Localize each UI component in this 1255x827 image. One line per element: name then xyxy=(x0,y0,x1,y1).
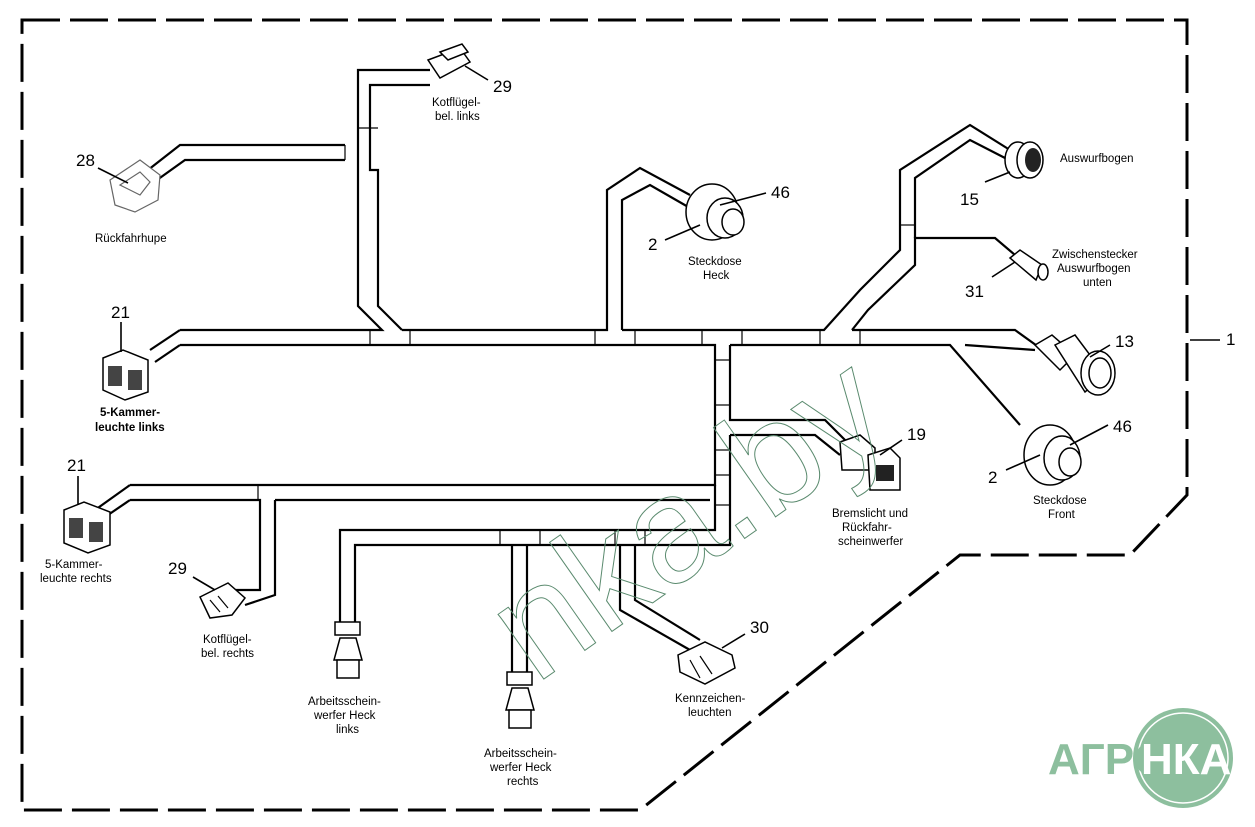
label-steckdose-heck-1: Steckdose xyxy=(688,256,742,268)
part-number-15: 15 xyxy=(960,190,979,209)
part-number-19: 19 xyxy=(907,425,926,444)
label-kammerleuchte-links-2: leuchte links xyxy=(95,422,165,434)
label-bremslicht-1: Bremslicht und xyxy=(832,508,908,520)
part-number-2-front: 2 xyxy=(988,468,997,487)
label-rueckfahrhupe: Rückfahrhupe xyxy=(95,233,167,245)
label-arbeitsscheinwerfer-rechts-1: Arbeitsschein- xyxy=(484,748,557,760)
connector-13: 13 xyxy=(1033,332,1134,396)
label-kotfluegel-rechts-1: Kotflügel- xyxy=(203,634,252,646)
connector-kennzeichenleuchten: 30 Kennzeichen- leuchten xyxy=(675,618,769,719)
part-number-31: 31 xyxy=(965,282,984,301)
part-number-13: 13 xyxy=(1115,332,1134,351)
part-number-46-heck: 46 xyxy=(771,183,790,202)
label-steckdose-heck-2: Heck xyxy=(703,270,729,282)
label-arbeitsscheinwerfer-links-3: links xyxy=(336,724,359,736)
connector-steckdose-heck: 46 2 Steckdose Heck xyxy=(648,183,790,282)
connector-bremslicht: 19 Bremslicht und Rückfahr- scheinwerfer xyxy=(832,425,926,548)
part-number-21-rechts: 21 xyxy=(67,456,86,475)
connector-zwischenstecker: 31 Zwischenstecker Auswurfbogen unten xyxy=(965,249,1138,301)
assembly-frame xyxy=(20,18,1189,812)
label-kammerleuchte-links-1: 5-Kammer- xyxy=(100,407,160,419)
connector-kammerleuchte-rechts: 21 5-Kammer- leuchte rechts xyxy=(40,456,112,585)
label-kennzeichenleuchten-1: Kennzeichen- xyxy=(675,693,745,705)
connector-auswurfbogen: 15 Auswurfbogen xyxy=(960,141,1134,209)
logo-text-left: АГРО xyxy=(1048,735,1168,784)
label-steckdose-front-1: Steckdose xyxy=(1033,495,1087,507)
part-number-30: 30 xyxy=(750,618,769,637)
label-kotfluegel-links-2: bel. links xyxy=(435,111,480,123)
connector-arbeitsscheinwerfer-links: Arbeitsschein- werfer Heck links xyxy=(308,621,381,736)
label-steckdose-front-2: Front xyxy=(1048,509,1076,521)
label-bremslicht-3: scheinwerfer xyxy=(838,536,903,548)
label-arbeitsscheinwerfer-rechts-2: werfer Heck xyxy=(489,762,552,774)
label-kotfluegel-links-1: Kotflügel- xyxy=(432,97,481,109)
part-number-2-heck: 2 xyxy=(648,235,657,254)
label-kotfluegel-rechts-2: bel. rechts xyxy=(201,648,254,660)
connector-steckdose-front: 46 2 Steckdose Front xyxy=(988,417,1132,521)
part-number-28: 28 xyxy=(76,151,95,170)
part-number-21-links: 21 xyxy=(111,303,130,322)
harness-trunk xyxy=(94,68,1041,675)
label-kennzeichenleuchten-2: leuchten xyxy=(688,707,731,719)
part-number-46-front: 46 xyxy=(1113,417,1132,436)
agronka-logo: АГРО НКА xyxy=(1048,708,1233,808)
label-zwischenstecker-3: unten xyxy=(1083,277,1112,289)
label-kammerleuchte-rechts-2: leuchte rechts xyxy=(40,573,112,585)
label-arbeitsscheinwerfer-links-1: Arbeitsschein- xyxy=(308,696,381,708)
harness-ticks xyxy=(257,127,915,545)
connector-arbeitsscheinwerfer-rechts: Arbeitsschein- werfer Heck rechts xyxy=(484,671,557,788)
label-auswurfbogen: Auswurfbogen xyxy=(1060,153,1134,165)
part-number-29-links: 29 xyxy=(493,77,512,96)
connector-kotfluegel-rechts: 29 Kotflügel- bel. rechts xyxy=(168,559,254,660)
label-arbeitsscheinwerfer-links-2: werfer Heck xyxy=(313,710,376,722)
assembly-number: 1 xyxy=(1226,330,1235,349)
logo-text-right: НКА xyxy=(1141,735,1231,784)
connector-kammerleuchte-links: 21 5-Kammer- leuchte links xyxy=(95,303,165,434)
label-zwischenstecker-1: Zwischenstecker xyxy=(1052,249,1138,261)
label-kammerleuchte-rechts-1: 5-Kammer- xyxy=(45,559,103,571)
label-bremslicht-2: Rückfahr- xyxy=(842,522,892,534)
connector-rueckfahrhupe: 28 Rückfahrhupe xyxy=(76,151,167,245)
label-arbeitsscheinwerfer-rechts-3: rechts xyxy=(507,776,539,788)
label-zwischenstecker-2: Auswurfbogen xyxy=(1057,263,1131,275)
part-number-29-rechts: 29 xyxy=(168,559,187,578)
connector-kotfluegel-links: 29 Kotflügel- bel. links xyxy=(426,43,512,123)
